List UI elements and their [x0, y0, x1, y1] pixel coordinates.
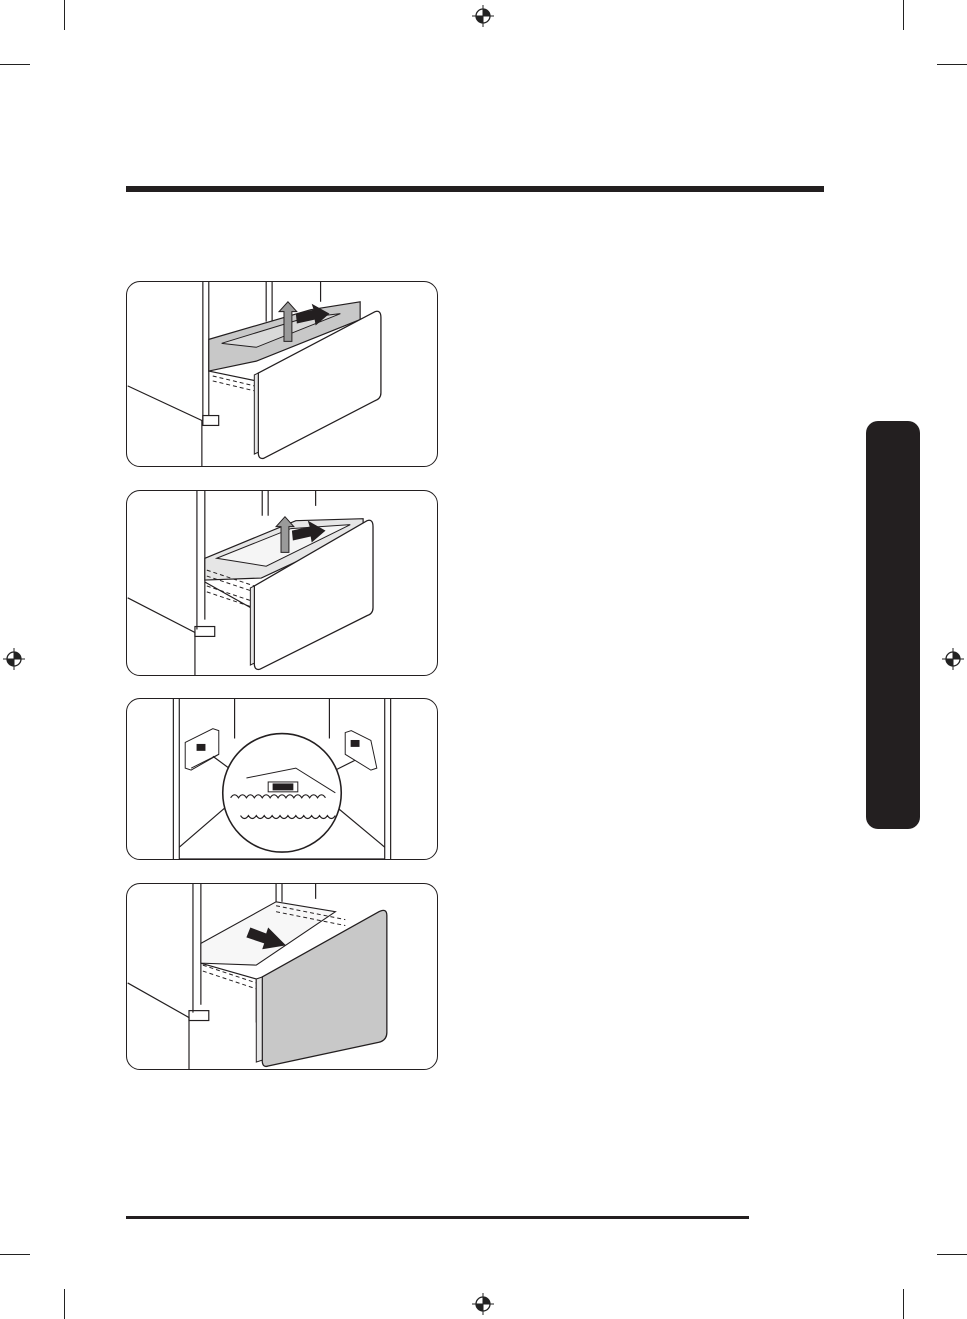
crop-mark-top-left-h — [0, 64, 30, 65]
step-1-illustration — [126, 281, 438, 467]
drawer-pull-out-drawing — [127, 884, 437, 1069]
header-rule — [126, 186, 824, 192]
registration-mark-icon — [3, 648, 25, 670]
drawer-upper-bin-removal-drawing — [127, 282, 437, 466]
step-2-illustration — [126, 490, 438, 676]
registration-mark-icon — [942, 648, 964, 670]
step-4-illustration — [126, 883, 438, 1070]
drawer-lower-bin-removal-drawing — [127, 491, 437, 675]
crop-mark-top-right-h — [937, 64, 967, 65]
crop-mark-bottom-left-h — [0, 1254, 30, 1255]
crop-mark-top-right-v — [903, 0, 904, 30]
registration-mark-icon — [472, 5, 494, 27]
crop-mark-bottom-left-v — [64, 1289, 65, 1319]
crop-mark-bottom-right-h — [937, 1254, 967, 1255]
section-tab — [866, 421, 920, 829]
registration-mark-icon — [472, 1293, 494, 1315]
footer-rule — [126, 1216, 749, 1219]
crop-mark-top-left-v — [64, 0, 65, 30]
step-3-illustration — [126, 698, 438, 860]
crop-mark-bottom-right-v — [903, 1289, 904, 1319]
rail-latch-detail-drawing — [127, 699, 437, 859]
